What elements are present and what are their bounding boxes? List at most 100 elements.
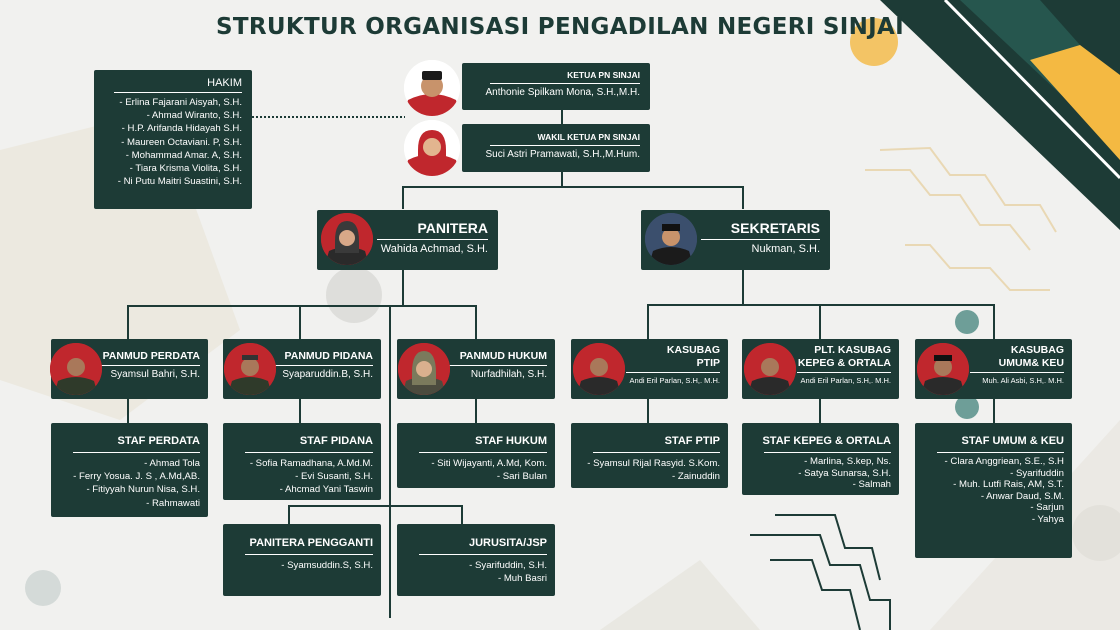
divider [114,92,242,93]
panmud-perdata-photo [50,343,102,395]
list-item: - Ahmad Wiranto, S.H. [146,110,242,122]
divider [419,554,547,555]
divider [764,452,891,453]
panmud-pidana-photo [224,343,276,395]
divider [626,372,720,373]
list-item: - Syarifuddin [1010,467,1064,479]
kasubag-umum-role2: UMUM& KEU [998,357,1064,369]
list-item: - Muh. Lutfi Rais, AM, S.T. [953,479,1064,490]
kasubag-kepeg-role2: KEPEG & ORTALA [797,357,891,369]
wakil-name: Suci Astri Pramawati, S.H.,M.Hum. [485,149,640,160]
wakil-role: WAKIL KETUA PN SINJAI [537,132,640,142]
ketua-name: Anthonie Spilkam Mona, S.H.,M.H. [485,87,640,98]
divider [273,365,373,366]
divider [101,365,200,366]
list-item: - Sari Bulan [496,471,547,483]
hakim-heading: HAKIM [207,77,242,89]
staf-ptip-list: - Syamsul Rijal Rasyid. S.Kom. - Zainudd… [581,457,720,483]
list-item: - Tiara Krisma Violita, S.H. [129,163,242,175]
ketua-role: KETUA PN SINJAI [567,70,640,80]
list-item: - Sarjun [1030,502,1064,513]
kasubag-umum-role: KASUBAG [1010,344,1064,356]
list-item: - Salmah [852,479,891,490]
panmud-hukum-name: Nurfadhilah, S.H. [470,369,547,380]
list-item: - Satya Sunarsa, S.H. [798,467,891,479]
kasubag-ptip-name: Andi Eril Parlan, S.H,. M.H. [629,376,720,385]
panitera-pengganti-box: PANITERA PENGGANTI - Syamsuddin.S, S.H. [223,524,381,596]
list-item: - Siti Wijayanti, A.Md, Kom. [431,458,547,469]
staf-pidana-list: - Sofia Ramadhana, A.Md.M. - Evi Susanti… [233,457,373,497]
list-item: - Syarifuddin, S.H. [469,560,547,571]
panitera-name: Wahida Achmad, S.H. [380,243,488,255]
kasubag-umum-photo [917,343,969,395]
list-item: - Marlina, S.kep, Ns. [804,456,891,467]
kasubag-kepeg-role: PLT. KASUBAG [814,344,891,356]
staf-hukum-list: - Siti Wijayanti, A.Md, Kom. - Sari Bula… [407,457,547,483]
list-item: - Zainuddin [672,471,720,483]
list-item: - H.P. Arifanda Hidayah S.H. [121,123,242,135]
ketua-box: KETUA PN SINJAI Anthonie Spilkam Mona, S… [462,63,650,110]
list-item: - Ni Putu Maitri Suastini, S.H. [117,176,242,188]
list-item: - Rahmawati [146,497,200,509]
panmud-pidana-role: PANMUD PIDANA [284,350,373,362]
staf-umum-heading: STAF UMUM & KEU [961,435,1064,447]
divider [701,239,820,240]
panmud-perdata-role: PANMUD PERDATA [102,350,200,362]
divider [377,239,488,240]
list-item: - Clara Anggriean, S.E., S.H [944,456,1064,467]
staf-pidana-box: STAF PIDANA - Sofia Ramadhana, A.Md.M. -… [223,423,381,500]
divider [419,452,547,453]
panmud-pidana-name: Syaparuddin.B, S.H. [282,369,373,380]
staf-hukum-box: STAF HUKUM - Siti Wijayanti, A.Md, Kom. … [397,423,555,488]
wakil-box: WAKIL KETUA PN SINJAI Suci Astri Pramawa… [462,124,650,172]
panitera-role: PANITERA [417,220,488,236]
kasubag-ptip-photo [573,343,625,395]
ketua-photo [404,60,460,116]
staf-pidana-heading: STAF PIDANA [299,435,373,447]
divider [490,83,640,84]
kasubag-umum-name: Muh. Ali Asbi, S.H,. M.H. [982,376,1064,385]
list-item: - Evi Susanti, S.H. [295,471,373,483]
list-item: - Mohammad Amar. A, S.H. [125,149,242,161]
panitera-photo [321,213,373,265]
wakil-photo [404,120,460,176]
kasubag-ptip-role2: PTIP [696,357,720,369]
divider [593,452,720,453]
staf-kepeg-heading: STAF KEPEG & ORTALA [762,435,891,447]
list-item: - Anwar Daud, S.M. [980,490,1064,502]
divider [73,452,200,453]
jurusita-list: - Syarifuddin, S.H. - Muh Basri [407,559,547,585]
list-item: - Yahya [1031,513,1064,525]
staf-kepeg-list: - Marlina, S.kep, Ns. - Satya Sunarsa, S… [752,456,891,491]
divider [447,365,547,366]
divider [797,372,891,373]
hakim-box: HAKIM - Erlina Fajarani Aisyah, S.H. - A… [94,70,252,209]
panmud-hukum-photo [398,343,450,395]
staf-kepeg-box: STAF KEPEG & ORTALA - Marlina, S.kep, Ns… [742,423,899,495]
panmud-hukum-role: PANMUD HUKUM [459,350,547,362]
kasubag-kepeg-photo [744,343,796,395]
staf-perdata-list: - Ahmad Tola - Ferry Yosua. J. S , A.Md,… [61,457,200,510]
list-item: - Muh Basri [497,573,547,585]
list-item: - Syamsuddin.S, S.H. [281,560,373,571]
staf-ptip-heading: STAF PTIP [664,435,720,447]
divider [490,145,640,146]
divider [937,452,1064,453]
list-item: - Fitiyyah Nurun Nisa, S.H. [86,484,200,496]
panmud-perdata-name: Syamsul Bahri, S.H. [110,369,200,380]
sekretaris-name: Nukman, S.H. [751,243,820,255]
staf-umum-box: STAF UMUM & KEU - Clara Anggriean, S.E.,… [915,423,1072,558]
panitera-pengganti-list: - Syamsuddin.S, S.H. [233,559,373,572]
list-item: - Syamsul Rijal Rasyid. S.Kom. [587,458,720,469]
list-item: - Ahcmad Yani Taswin [279,484,373,496]
list-item: - Ferry Yosua. J. S , A.Md,AB. [73,471,200,483]
list-item: - Maureen Octaviani. P, S.H. [121,136,242,148]
divider [245,452,373,453]
panitera-pengganti-heading: PANITERA PENGGANTI [249,537,373,549]
jurusita-heading: JURUSITA/JSP [468,537,547,549]
page-title: STRUKTUR ORGANISASI PENGADILAN NEGERI SI… [216,14,904,40]
staf-ptip-box: STAF PTIP - Syamsul Rijal Rasyid. S.Kom.… [571,423,728,488]
list-item: - Erlina Fajarani Aisyah, S.H. [119,97,242,108]
sekretaris-role: SEKRETARIS [730,220,820,236]
